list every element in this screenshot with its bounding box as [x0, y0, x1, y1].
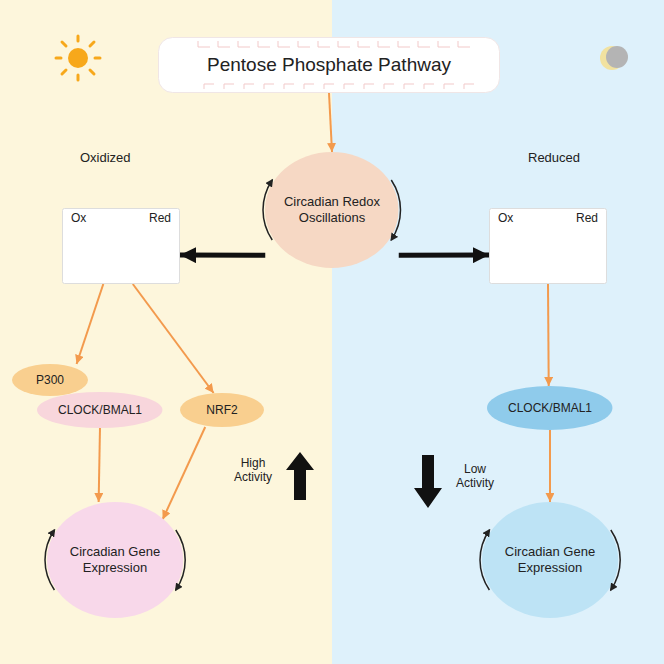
node-content: Circadian Gene Expression	[47, 502, 183, 618]
redox-circle: Circadian Redox Oscillations	[265, 152, 399, 268]
gene-cycle: Circadian Gene Expression	[482, 502, 618, 618]
node-text: Circadian Gene Expression	[59, 544, 171, 575]
gauge-text: Red	[576, 211, 598, 225]
box-fill	[63, 209, 180, 284]
node-text: CLOCK/BMAL1	[508, 401, 592, 415]
gene-cycle: Circadian Gene Expression	[47, 502, 183, 618]
cycle-arrow	[392, 180, 401, 240]
redox-gauge: Ox Red	[489, 208, 607, 284]
flow-arrow	[133, 284, 214, 393]
ellipse-fill	[12, 364, 88, 396]
ellipse-fill	[180, 393, 264, 427]
flow-arrow	[77, 284, 104, 364]
redox-gauge: Ox Red	[62, 208, 180, 284]
node-content: Circadian Redox Oscillations	[265, 152, 399, 268]
protein-ellipse: CLOCK/BMAL1	[487, 386, 612, 430]
node-text: P300	[36, 373, 64, 387]
gauge-text: Red	[149, 211, 171, 225]
node-content: Pentose Phosphate Pathway	[158, 37, 500, 93]
box-fill	[159, 38, 500, 93]
state-arrow	[180, 253, 265, 258]
up-arrow	[286, 452, 314, 500]
state-arrow	[399, 253, 489, 258]
pathway-sketch	[198, 41, 474, 89]
node-content: Ox Red	[489, 208, 607, 284]
node-text: Circadian Redox Oscillations	[277, 194, 387, 225]
down-arrow	[414, 455, 442, 508]
ellipse-fill	[47, 502, 183, 618]
cycle-arrow	[176, 530, 185, 590]
node-content: CLOCK/BMAL1	[37, 392, 162, 428]
pathway-box: Pentose Phosphate Pathway	[158, 37, 500, 93]
activity-label: High Activity	[222, 456, 284, 485]
cycle-arrow	[263, 180, 272, 240]
activity-label: Low Activity	[444, 462, 506, 491]
flow-arrow	[547, 284, 550, 386]
cycle-arrow	[611, 530, 620, 590]
gauge-text: Ox	[498, 211, 513, 225]
cycle-arrow	[480, 530, 489, 590]
node-content: NRF2	[180, 393, 264, 427]
moon-icon	[600, 46, 628, 70]
protein-ellipse: NRF2	[180, 393, 264, 427]
node-content: Circadian Gene Expression	[482, 502, 618, 618]
state-label: Oxidized	[80, 150, 170, 166]
node-text: NRF2	[206, 403, 237, 417]
ellipse-fill	[37, 392, 162, 428]
cycle-arrow	[45, 530, 54, 590]
node-text: CLOCK/BMAL1	[58, 403, 142, 417]
ellipse-fill	[265, 152, 399, 268]
day-panel	[0, 0, 332, 664]
flow-arrow	[549, 430, 551, 502]
protein-ellipse: P300	[12, 364, 88, 396]
flow-arrow	[329, 93, 332, 152]
state-label: Reduced	[528, 150, 618, 166]
node-content: P300	[12, 364, 88, 396]
ellipse-fill	[482, 502, 618, 618]
node-text: Circadian Gene Expression	[494, 544, 606, 575]
gauge-text: Ox	[71, 211, 86, 225]
night-panel	[332, 0, 664, 664]
ellipse-fill	[487, 386, 612, 430]
flow-arrow	[99, 428, 100, 502]
box-fill	[490, 209, 607, 284]
node-content: CLOCK/BMAL1	[487, 386, 612, 430]
node-content: Ox Red	[62, 208, 180, 284]
sun-icon	[56, 36, 100, 80]
node-text: Pentose Phosphate Pathway	[207, 54, 451, 77]
flow-arrow	[163, 427, 206, 519]
protein-ellipse: CLOCK/BMAL1	[37, 392, 162, 428]
